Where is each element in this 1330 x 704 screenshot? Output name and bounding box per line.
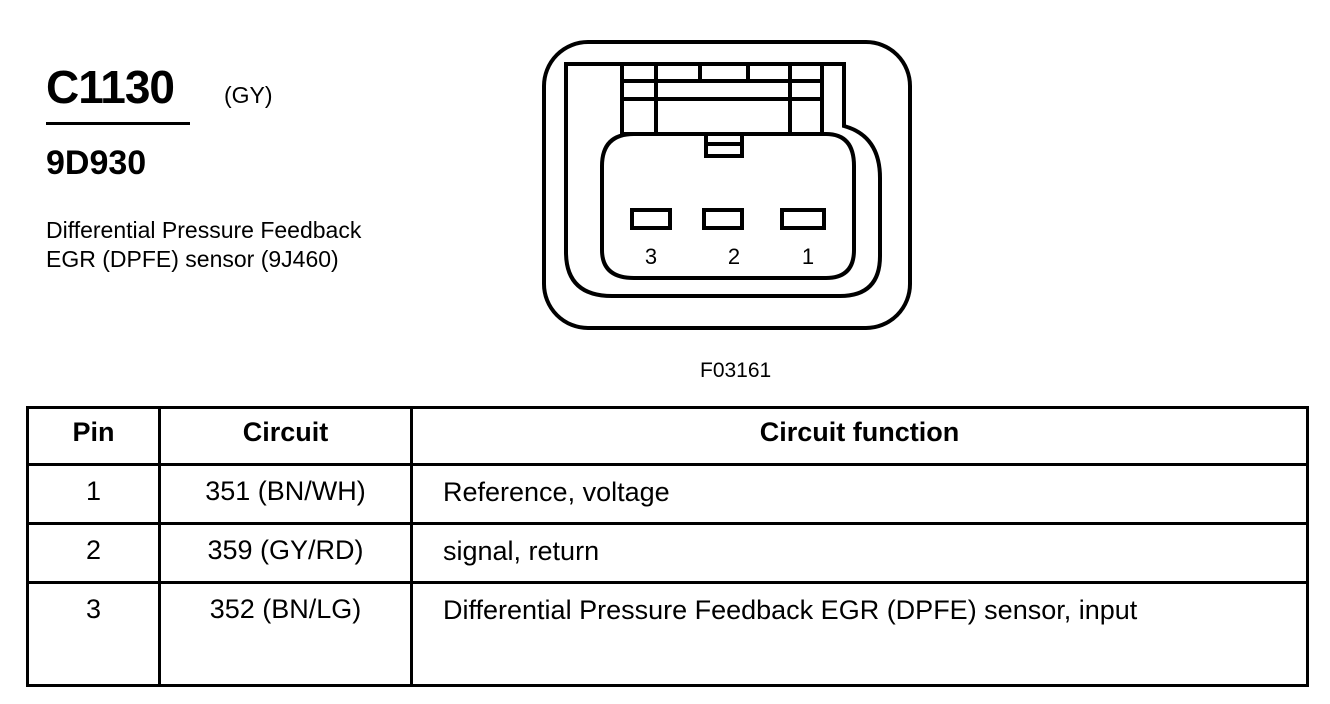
- connector-description: Differential Pressure Feedback EGR (DPFE…: [46, 216, 361, 274]
- header-circuit: Circuit: [158, 406, 413, 466]
- part-number: 9D930: [46, 144, 147, 182]
- terminal-3: [630, 208, 672, 230]
- description-line-1: Differential Pressure Feedback: [46, 217, 362, 243]
- function-cell: Reference, voltage: [410, 463, 1309, 525]
- table-row: 1 351 (BN/WH) Reference, voltage: [26, 463, 1309, 525]
- pin-cell: 3: [26, 581, 161, 687]
- table-row: 3 352 (BN/LG) Differential Pressure Feed…: [26, 581, 1309, 687]
- header-pin: Pin: [26, 406, 161, 466]
- table-header-row: Pin Circuit Circuit function: [26, 406, 1309, 466]
- header-circuit-function: Circuit function: [410, 406, 1309, 466]
- terminal-2: [702, 208, 744, 230]
- pin-label-3: 3: [645, 244, 657, 269]
- connector-face-diagram: 3 2 1: [542, 40, 912, 330]
- function-cell: signal, return: [410, 522, 1309, 584]
- connector-id: C1130: [46, 61, 175, 113]
- pin-cell: 1: [26, 463, 161, 525]
- title-underline: [46, 122, 190, 125]
- table-row: 2 359 (GY/RD) signal, return: [26, 522, 1309, 584]
- figure-code: F03161: [700, 359, 772, 382]
- terminal-cavity: [600, 132, 856, 280]
- function-cell: Differential Pressure Feedback EGR (DPFE…: [410, 581, 1309, 687]
- description-line-2: EGR (DPFE) sensor (9J460): [46, 246, 339, 272]
- circuit-cell: 352 (BN/LG): [158, 581, 413, 687]
- connector-color: (GY): [224, 82, 273, 108]
- circuit-cell: 359 (GY/RD): [158, 522, 413, 584]
- connector-inner-housing: [564, 62, 882, 298]
- pin-table: Pin Circuit Circuit function 1 351 (BN/W…: [26, 406, 1309, 687]
- pin-label-2: 2: [728, 244, 740, 269]
- connector-outer-housing: [542, 40, 912, 330]
- pin-label-1: 1: [802, 244, 814, 269]
- terminal-1: [780, 208, 826, 230]
- pin-cell: 2: [26, 522, 161, 584]
- circuit-cell: 351 (BN/WH): [158, 463, 413, 525]
